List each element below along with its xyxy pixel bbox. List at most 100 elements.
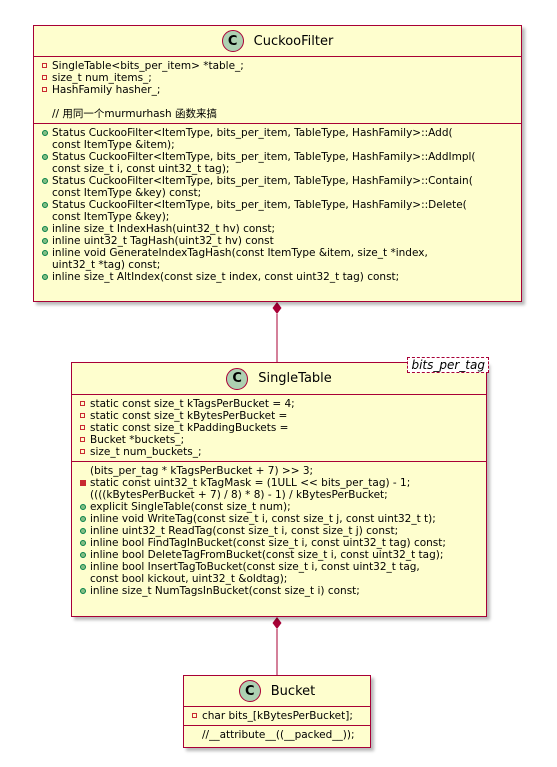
- method-row: const ItemType &item);: [41, 139, 515, 151]
- member-text: const size_t i, const uint32_t tag);: [52, 163, 230, 175]
- method-row: inline size_t AltIndex(const size_t inde…: [41, 271, 515, 283]
- member-text: static const size_t kPaddingBuckets =: [90, 422, 289, 434]
- member-text: Bucket *buckets_;: [90, 434, 185, 446]
- class-methods: (bits_per_tag * kTagsPerBucket + 7) >> 3…: [72, 461, 486, 600]
- visibility-spacer: [41, 108, 52, 120]
- composition-diamond-icon: [272, 302, 282, 314]
- member-text: Status CuckooFilter<ItemType, bits_per_i…: [52, 151, 476, 163]
- method-row: //__attribute__((__packed__));: [191, 729, 364, 741]
- public-visibility-icon: [41, 247, 52, 259]
- member-text: const ItemType &key) const;: [52, 187, 202, 199]
- class-singletable[interactable]: bits_per_tag C SingleTable static const …: [71, 357, 489, 617]
- visibility-spacer: [41, 211, 52, 223]
- visibility-spacer: [79, 465, 90, 477]
- private-visibility-icon: [79, 410, 90, 422]
- template-parameter: bits_per_tag: [407, 357, 489, 373]
- private-visibility-icon: [41, 60, 52, 72]
- method-row: Status CuckooFilter<ItemType, bits_per_i…: [41, 175, 515, 187]
- member-text: inline bool FindTagInBucket(const size_t…: [90, 537, 446, 549]
- method-row: Status CuckooFilter<ItemType, bits_per_i…: [41, 151, 515, 163]
- field-row: size_t num_items_;: [41, 72, 515, 84]
- private-visibility-icon: [79, 446, 90, 458]
- public-visibility-icon: [41, 235, 52, 247]
- method-row: const ItemType &key);: [41, 211, 515, 223]
- field-row: char bits_[kBytesPerBucket];: [191, 710, 364, 722]
- member-text: inline bool InsertTagToBucket(const size…: [90, 561, 420, 573]
- member-text: size_t num_buckets_;: [90, 446, 202, 458]
- class-methods: //__attribute__((__packed__));: [184, 725, 370, 744]
- member-text: inline bool DeleteTagFromBucket(const si…: [90, 549, 444, 561]
- public-visibility-icon: [41, 151, 52, 163]
- private-visibility-icon: [191, 710, 202, 722]
- member-text: HashFamily hasher_;: [52, 84, 161, 96]
- public-visibility-icon: [41, 223, 52, 235]
- public-visibility-icon: [79, 549, 90, 561]
- class-cuckoofilter[interactable]: C CuckooFilter SingleTable<bits_per_item…: [33, 25, 522, 302]
- public-visibility-icon: [79, 501, 90, 513]
- member-text: inline void GenerateIndexTagHash(const I…: [52, 247, 428, 259]
- private-visibility-icon: [41, 72, 52, 84]
- visibility-spacer: [79, 573, 90, 585]
- public-visibility-icon: [41, 175, 52, 187]
- member-text: const bool kickout, uint32_t &oldtag);: [90, 573, 288, 585]
- method-row: inline uint32_t TagHash(uint32_t hv) con…: [41, 235, 515, 247]
- private-visibility-icon: [79, 434, 90, 446]
- field-row: SingleTable<bits_per_item> *table_;: [41, 60, 515, 72]
- member-text: static const uint32_t kTagMask = (1ULL <…: [90, 477, 411, 489]
- method-row: inline void GenerateIndexTagHash(const I…: [41, 247, 515, 259]
- member-text: inline size_t AltIndex(const size_t inde…: [52, 271, 400, 283]
- visibility-spacer: [79, 489, 90, 501]
- member-text: Status CuckooFilter<ItemType, bits_per_i…: [52, 199, 467, 211]
- public-visibility-icon: [79, 537, 90, 549]
- comment-row: // 用同一个murmurhash 函数来搞: [41, 108, 515, 120]
- composition-diamond-icon: [272, 617, 282, 629]
- member-text: inline uint32_t ReadTag(const size_t i, …: [90, 525, 399, 537]
- visibility-spacer: [41, 187, 52, 199]
- class-fields: static const size_t kTagsPerBucket = 4;s…: [72, 395, 486, 461]
- method-row: inline bool InsertTagToBucket(const size…: [79, 561, 480, 573]
- method-row: ((((kBytesPerBucket + 7) / 8) * 8) - 1) …: [79, 489, 480, 501]
- public-visibility-icon: [41, 199, 52, 211]
- field-row: HashFamily hasher_;: [41, 84, 515, 96]
- class-badge-icon: C: [226, 367, 249, 390]
- member-text: size_t num_items_;: [52, 72, 152, 84]
- class-badge-icon: C: [238, 680, 261, 702]
- field-row: static const size_t kPaddingBuckets =: [79, 422, 480, 434]
- field-row: size_t num_buckets_;: [79, 446, 480, 458]
- method-row: static const uint32_t kTagMask = (1ULL <…: [79, 477, 480, 489]
- member-text: const ItemType &key);: [52, 211, 170, 223]
- member-text: // 用同一个murmurhash 函数来搞: [52, 108, 217, 120]
- spacer: [41, 96, 515, 108]
- member-text: static const size_t kTagsPerBucket = 4;: [90, 398, 295, 410]
- class-name: CuckooFilter: [253, 33, 334, 49]
- member-text: static const size_t kBytesPerBucket =: [90, 410, 288, 422]
- class-name: SingleTable: [258, 371, 332, 386]
- member-text: char bits_[kBytesPerBucket];: [202, 710, 353, 722]
- private-visibility-icon: [41, 84, 52, 96]
- class-header: C CuckooFilter: [34, 26, 521, 57]
- visibility-spacer: [41, 259, 52, 271]
- method-row: explicit SingleTable(const size_t num);: [79, 501, 480, 513]
- class-fields: char bits_[kBytesPerBucket];: [184, 707, 370, 725]
- public-visibility-icon: [41, 271, 52, 283]
- private-visibility-icon: [79, 398, 90, 410]
- method-row: inline size_t IndexHash(uint32_t hv) con…: [41, 223, 515, 235]
- method-row: Status CuckooFilter<ItemType, bits_per_i…: [41, 127, 515, 139]
- method-row: inline bool FindTagInBucket(const size_t…: [79, 537, 480, 549]
- public-visibility-icon: [79, 585, 90, 597]
- method-row: Status CuckooFilter<ItemType, bits_per_i…: [41, 199, 515, 211]
- public-visibility-icon: [41, 127, 52, 139]
- member-text: Status CuckooFilter<ItemType, bits_per_i…: [52, 127, 453, 139]
- method-row: inline size_t NumTagsInBucket(const size…: [79, 585, 480, 597]
- member-text: inline size_t IndexHash(uint32_t hv) con…: [52, 223, 276, 235]
- method-row: inline void WriteTag(const size_t i, con…: [79, 513, 480, 525]
- private-visibility-icon: [79, 477, 90, 489]
- class-bucket[interactable]: C Bucket char bits_[kBytesPerBucket]; //…: [183, 675, 371, 748]
- method-row: (bits_per_tag * kTagsPerBucket + 7) >> 3…: [79, 465, 480, 477]
- field-row: Bucket *buckets_;: [79, 434, 480, 446]
- method-row: const ItemType &key) const;: [41, 187, 515, 199]
- class-badge-icon: C: [221, 30, 244, 52]
- class-methods: Status CuckooFilter<ItemType, bits_per_i…: [34, 123, 521, 286]
- public-visibility-icon: [79, 513, 90, 525]
- member-text: inline void WriteTag(const size_t i, con…: [90, 513, 436, 525]
